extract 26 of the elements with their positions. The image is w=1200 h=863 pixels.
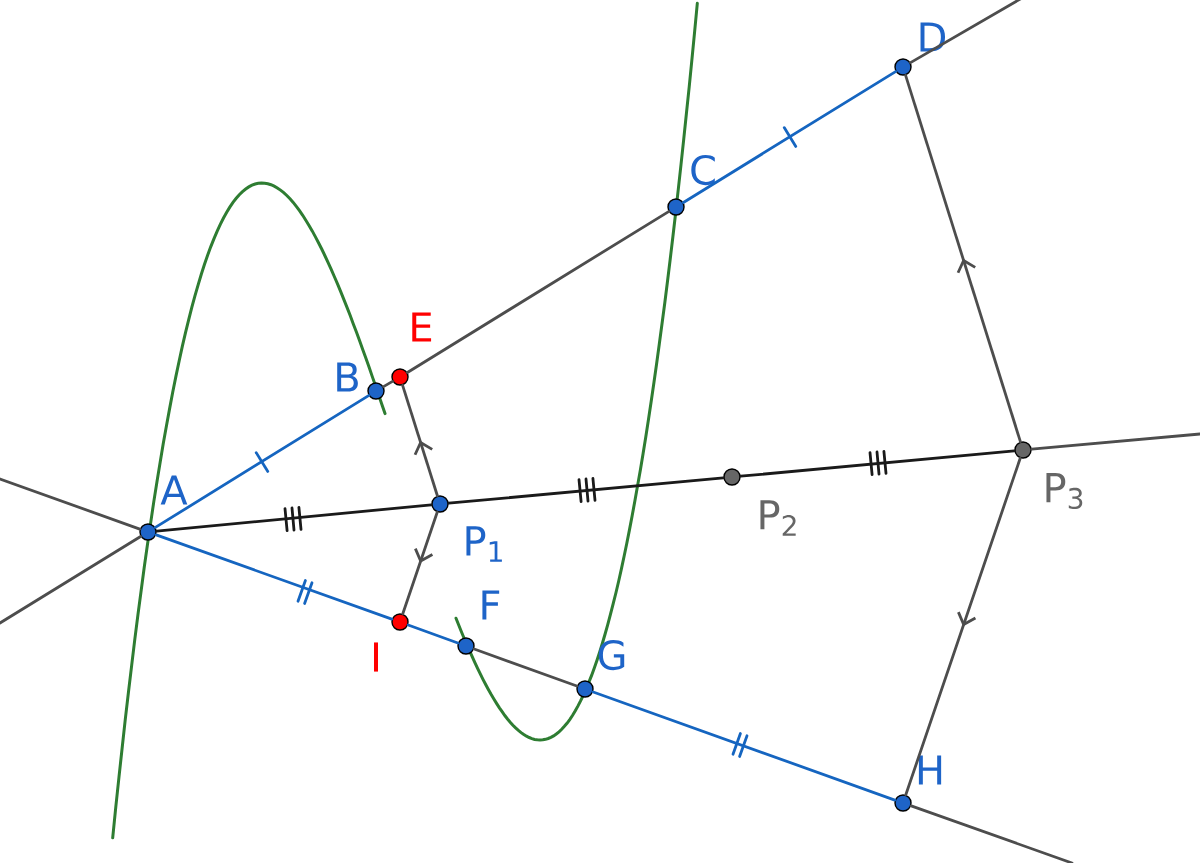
line <box>0 535 142 625</box>
segment <box>382 380 394 388</box>
segment <box>472 647 579 688</box>
line <box>1030 432 1200 451</box>
point-label: G <box>598 639 625 671</box>
point-label: P$_{2}$ <box>760 500 796 536</box>
point-label: A <box>160 475 188 505</box>
point-label: I <box>374 642 378 672</box>
point-label: E <box>412 312 432 342</box>
segment <box>682 70 897 204</box>
point-label: C <box>691 154 715 186</box>
point-label: F <box>482 590 500 620</box>
line <box>909 804 1074 863</box>
line <box>0 477 142 531</box>
point-label: H <box>918 755 942 785</box>
segment <box>154 394 370 529</box>
segment <box>406 623 460 645</box>
segment <box>447 476 725 505</box>
segment <box>154 533 394 621</box>
segment <box>406 210 670 374</box>
point-label: P$_{3}$ <box>1046 473 1083 510</box>
segment <box>155 503 433 533</box>
segment <box>739 449 1016 478</box>
segment <box>591 690 897 802</box>
point-label: B <box>337 362 358 392</box>
point-label: P$_{1}$ <box>466 526 502 562</box>
